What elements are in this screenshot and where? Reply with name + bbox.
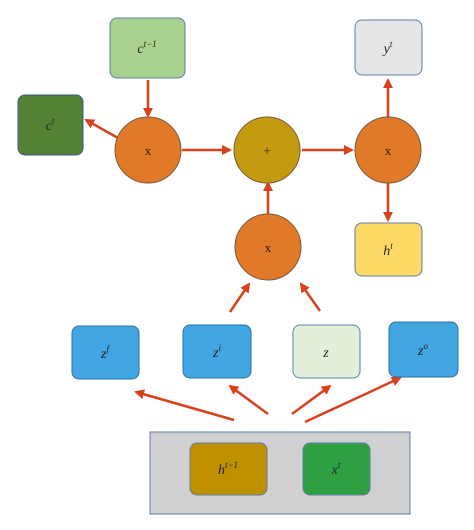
svg-text:zf: zf <box>100 344 110 362</box>
svg-text:ct−1: ct−1 <box>137 39 156 57</box>
svg-text:yt: yt <box>382 39 393 57</box>
input-panel <box>149 431 411 515</box>
svg-text:zi: zi <box>212 343 221 361</box>
node-h-t: ht <box>354 222 423 277</box>
node-z: z <box>292 324 361 379</box>
arrow-z-to-mulbottom <box>299 282 322 312</box>
node-y-t: yt <box>354 19 423 76</box>
node-c-t: ct <box>17 94 84 156</box>
arrow-in-to-zo <box>304 376 402 424</box>
arrow-in-to-zf <box>134 389 235 422</box>
svg-text:x: x <box>265 240 272 255</box>
arrows <box>84 78 402 424</box>
node-z-o: zo <box>388 321 459 378</box>
svg-text:z: z <box>322 346 329 361</box>
op-mul-bottom: x <box>234 213 302 281</box>
arrow-in-to-z <box>291 384 332 416</box>
node-z-f: zf <box>71 325 140 380</box>
svg-text:xt: xt <box>331 460 341 478</box>
node-z-i: zi <box>182 324 252 379</box>
svg-text:+: + <box>263 143 270 158</box>
arrow-zi-to-mulbottom <box>228 282 251 313</box>
svg-text:ht: ht <box>383 241 393 259</box>
op-add: + <box>233 116 301 184</box>
svg-text:zo: zo <box>417 341 428 359</box>
op-mul-right: x <box>354 116 422 184</box>
svg-text:ht−1: ht−1 <box>218 460 238 478</box>
arrow-in-to-zi <box>228 384 269 416</box>
arrow-mul-to-ct <box>84 118 119 140</box>
node-h-prev: ht−1 <box>189 442 268 496</box>
svg-text:x: x <box>385 143 392 158</box>
node-x-t: xt <box>302 442 371 496</box>
svg-text:x: x <box>145 143 152 158</box>
op-mul-left: x <box>114 116 182 184</box>
svg-text:ct: ct <box>46 116 55 134</box>
node-c-prev: ct−1 <box>109 17 186 79</box>
